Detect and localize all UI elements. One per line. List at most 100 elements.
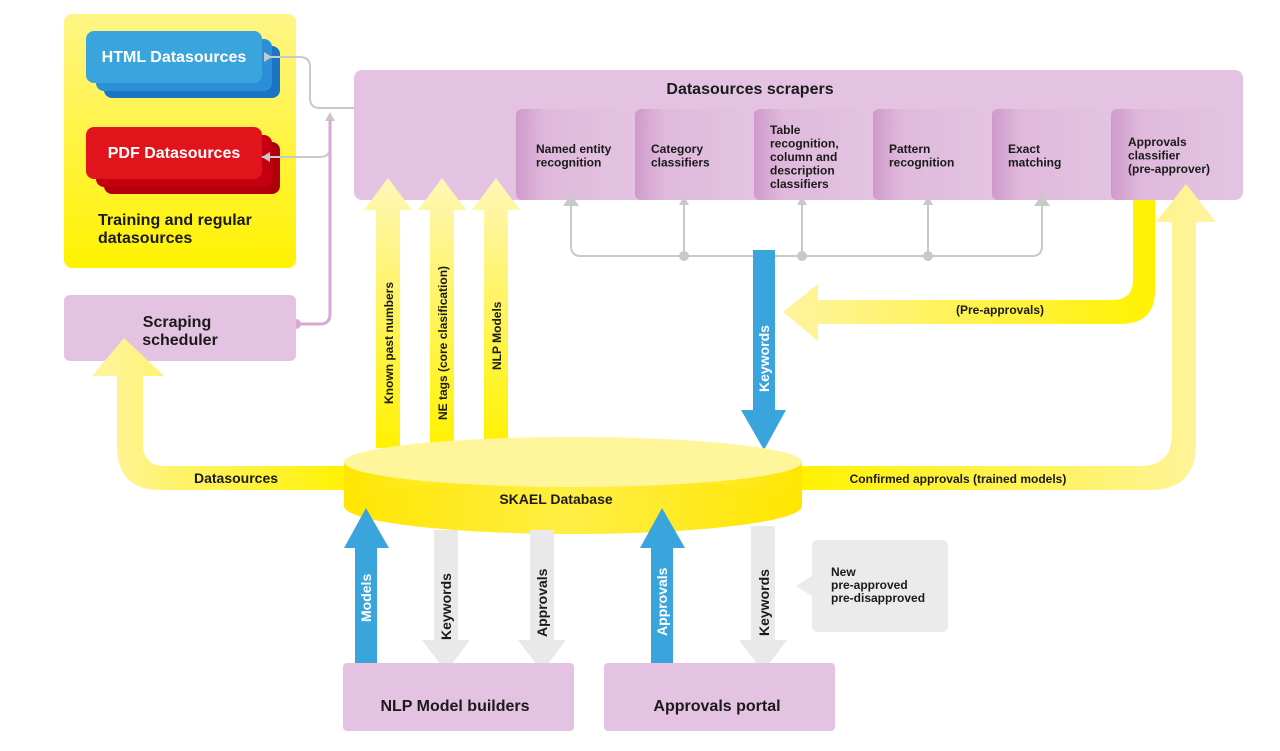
datasources-flow-label: Datasources [194, 470, 278, 486]
scraper-module-line: classifiers [651, 156, 710, 170]
scheduler-line2: scheduler [142, 332, 218, 349]
status-note-callout: New pre-approved pre-disapproved [796, 540, 948, 632]
scheduler-to-scrapers-line [296, 120, 332, 326]
pre-approvals-label: (Pre-approvals) [956, 303, 1044, 317]
models-up-arrow [344, 508, 389, 663]
known-past-numbers-label: Known past numbers [382, 282, 396, 404]
known-past-numbers-arrow [364, 178, 412, 448]
scraper-module-bg [516, 109, 632, 200]
scraper-module-line: Approvals [1128, 135, 1187, 149]
pdf-stack-front [86, 127, 262, 179]
datasources-scrapers-block: Datasources scrapers Named entityrecogni… [354, 70, 1243, 200]
note-bubble [796, 540, 948, 632]
category-arrowhead [679, 196, 689, 205]
table-arrowhead [797, 196, 807, 205]
scraper-module-line: description [770, 164, 835, 178]
models-up-label: Models [358, 574, 374, 622]
datasources-caption-line2: datasources [98, 230, 192, 247]
approvals-up-arrow [640, 508, 685, 663]
datasources-caption-line1: Training and regular [98, 212, 252, 229]
feedback-dot-1 [679, 251, 689, 261]
keywords-to-builders-arrow [422, 530, 470, 672]
database-top [344, 437, 802, 487]
confirmed-approvals-label: Confirmed approvals (trained models) [850, 472, 1067, 486]
database-bottom [344, 478, 802, 534]
keywords-to-portal-arrow [739, 526, 787, 672]
html-to-scrapers-line [265, 56, 358, 109]
datasources-arrow [92, 338, 346, 490]
feedback-dot-2 [797, 251, 807, 261]
ne-tags-label: NE tags (core clasification) [436, 266, 450, 420]
nlp-model-builders[interactable]: NLP Model builders [343, 663, 574, 731]
approvals-up-label: Approvals [654, 567, 670, 636]
scrapers-title: Datasources scrapers [666, 81, 833, 98]
scraper-module-line: classifiers [770, 177, 829, 191]
scraping-scheduler[interactable]: Scraping scheduler [64, 295, 296, 361]
pdf-datasources-label: PDF Datasources [108, 145, 241, 162]
scraper-module-line: matching [1008, 156, 1061, 170]
ne-tags-arrow [418, 178, 466, 448]
scraper-module-line: Pattern [889, 142, 930, 156]
scraper-modules: Named entityrecognitionCategoryclassifie… [516, 109, 1227, 200]
pattern-arrowhead [923, 196, 933, 205]
scraper-module-line: (pre-approver) [1128, 162, 1210, 176]
pdf-datasources-stack[interactable]: PDF Datasources [86, 127, 280, 194]
note-line3: pre-disapproved [831, 591, 925, 605]
nlp-models-label: NLP Models [490, 301, 504, 370]
scraper-module-line: Category [651, 142, 703, 156]
module-feedback-connectors [563, 194, 1050, 261]
datasources-panel: HTML Datasources PDF Datasources Trainin… [64, 14, 296, 268]
skael-database[interactable]: SKAEL Database [344, 437, 802, 534]
pdf-up-arrowhead [325, 112, 335, 121]
scraper-module-bg [754, 109, 870, 200]
note-line2: pre-approved [831, 578, 908, 592]
pdf-arrowhead [262, 152, 270, 162]
scraper-module-bg [992, 109, 1108, 200]
keywords-to-builders-label: Keywords [438, 573, 454, 640]
feedback-dot-3 [923, 251, 933, 261]
keywords-down-label: Keywords [756, 325, 772, 392]
scraper-module-line: Named entity [536, 142, 612, 156]
db-bottom-arrows: Models Keywords Approvals Approvals Keyw… [344, 508, 787, 672]
portal-bg [604, 663, 835, 731]
keywords-to-portal-label: Keywords [756, 569, 772, 636]
scraper-module-line: classifier [1128, 149, 1180, 163]
builders-label: NLP Model builders [380, 698, 529, 715]
exact-arrowhead [1034, 194, 1050, 206]
pre-approvals-arrow [783, 200, 1155, 341]
scraper-module-line: Exact [1008, 142, 1040, 156]
scraper-module-line: recognition, [770, 137, 839, 151]
scraper-module-line: recognition [536, 156, 601, 170]
scheduler-line1: Scraping [143, 314, 211, 331]
html-datasources-label: HTML Datasources [102, 49, 247, 66]
nlp-models-arrow [472, 178, 520, 448]
confirmed-approvals-arrow [800, 184, 1216, 490]
keywords-down-arrow [741, 250, 786, 450]
approvals-to-builders-label: Approvals [534, 568, 550, 637]
ner-arrowhead [563, 194, 579, 206]
portal-label: Approvals portal [653, 698, 780, 715]
approvals-to-builders-arrow [518, 530, 566, 672]
scraper-module-line: column and [770, 150, 837, 164]
html-datasources-stack[interactable]: HTML Datasources [86, 31, 280, 98]
scraper-module-line: recognition [889, 156, 954, 170]
html-stack-front [86, 31, 262, 83]
note-line1: New [831, 565, 856, 579]
module-feedback-line [570, 202, 1043, 257]
database-label: SKAEL Database [499, 491, 613, 507]
scraper-module-bg [635, 109, 751, 200]
html-arrowhead [264, 52, 272, 62]
approvals-portal[interactable]: Approvals portal [604, 663, 835, 731]
builders-bg [343, 663, 574, 731]
scraper-module-bg [1111, 109, 1227, 200]
scraper-module-line: Table [770, 123, 801, 137]
scraper-module-bg [873, 109, 989, 200]
db-to-scrapers-arrows: Known past numbers NE tags (core clasifi… [364, 178, 520, 448]
